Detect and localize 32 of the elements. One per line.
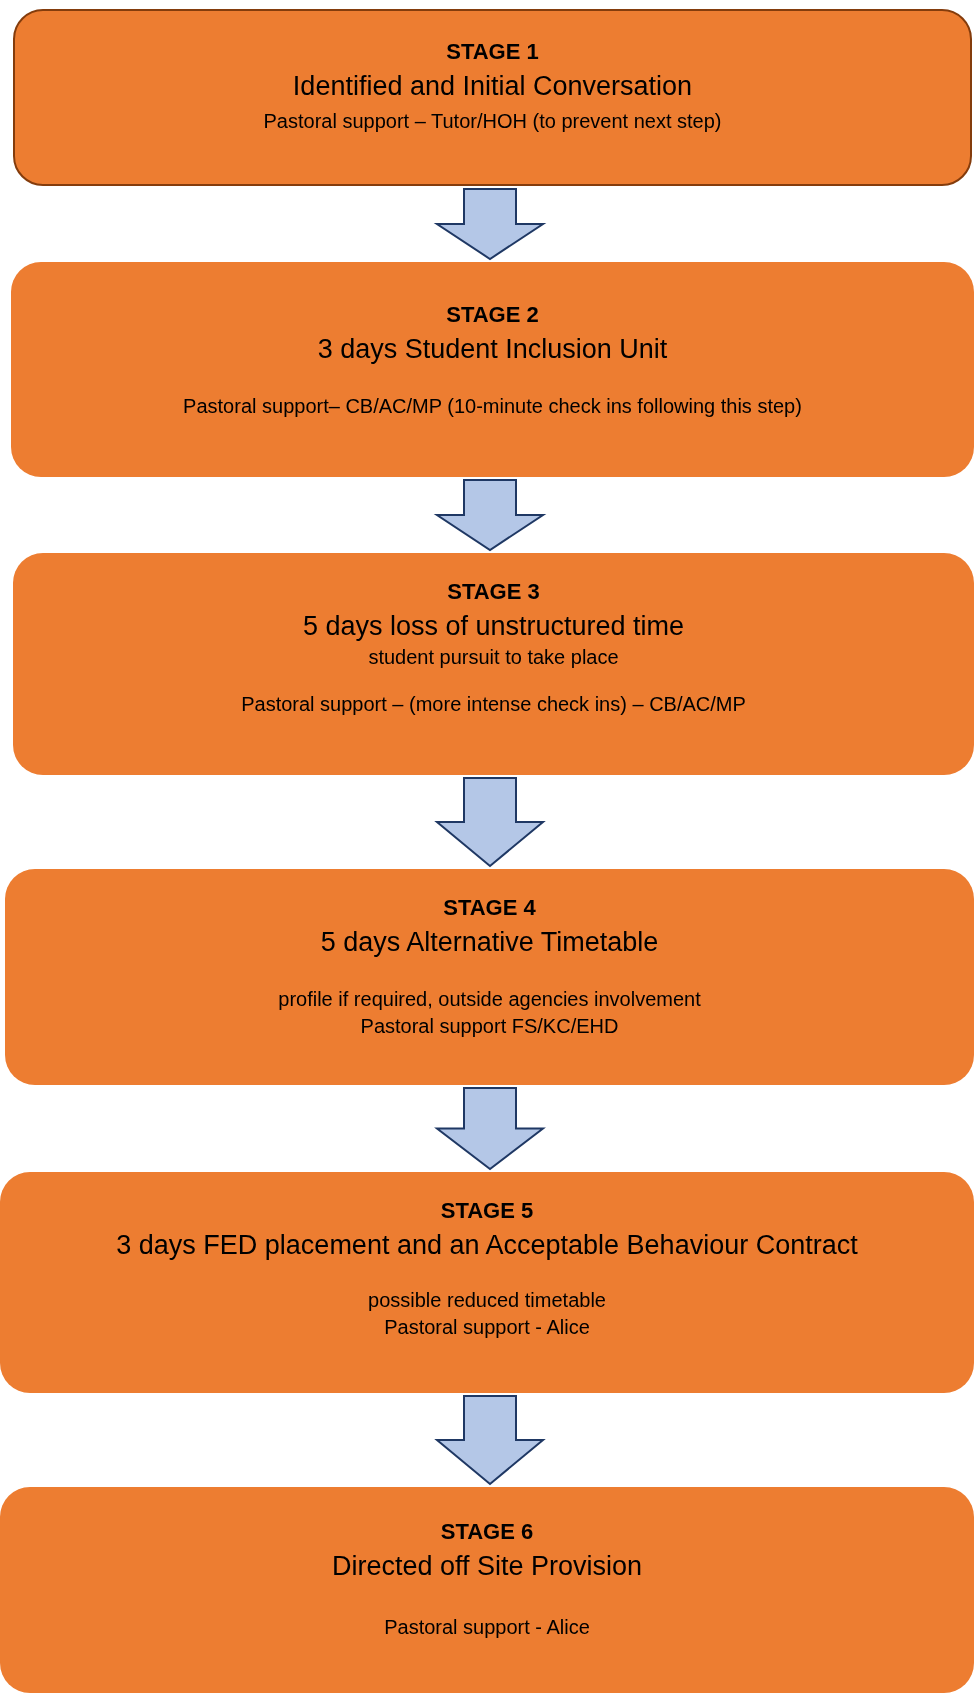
- stage-heading: STAGE 2: [446, 302, 539, 328]
- stage-box: [13, 553, 974, 775]
- stage-heading: STAGE 3: [447, 579, 540, 605]
- stage-note: Pastoral support– CB/AC/MP (10-minute check ins following this step): [183, 395, 802, 418]
- stage-title: 3 days Student Inclusion Unit: [317, 334, 668, 365]
- stage-note: possible reduced timetable: [368, 1289, 606, 1312]
- stage-note: Pastoral support – Tutor/HOH (to prevent next step): [263, 110, 722, 133]
- block-arrow: [434, 777, 546, 868]
- stage-heading: STAGE 6: [440, 1519, 534, 1545]
- stage-box: [0, 1487, 974, 1693]
- stage-heading: STAGE 1: [446, 39, 539, 65]
- block-arrow: [434, 1395, 546, 1486]
- block-arrow: [433, 188, 547, 261]
- block-arrow: [433, 479, 547, 552]
- stage-title: 3 days FED placement and an Acceptable Behaviour Contract: [116, 1230, 858, 1261]
- stage-title: Identified and Initial Conversation: [292, 71, 693, 102]
- stage-note: student pursuit to take place: [368, 646, 619, 669]
- stage-title: 5 days loss of unstructured time: [302, 611, 685, 642]
- stage-box: [11, 262, 974, 477]
- stage-box: [13, 9, 972, 186]
- stage-heading: STAGE 5: [440, 1198, 534, 1224]
- stage-note: Pastoral support – (more intense check ins) – CB/AC/MP: [241, 693, 746, 716]
- block-arrow: [434, 1087, 546, 1171]
- stage-box: [5, 869, 974, 1085]
- stage-note: Pastoral support FS/KC/EHD: [360, 1015, 619, 1038]
- stage-note: Pastoral support - Alice: [384, 1616, 590, 1639]
- stage-note: Pastoral support - Alice: [384, 1316, 590, 1339]
- stage-heading: STAGE 4: [443, 895, 536, 921]
- stage-box: [0, 1172, 974, 1393]
- stage-title: Directed off Site Provision: [331, 1551, 643, 1582]
- stage-note: profile if required, outside agencies involvement: [278, 988, 701, 1011]
- stage-title: 5 days Alternative Timetable: [320, 927, 659, 958]
